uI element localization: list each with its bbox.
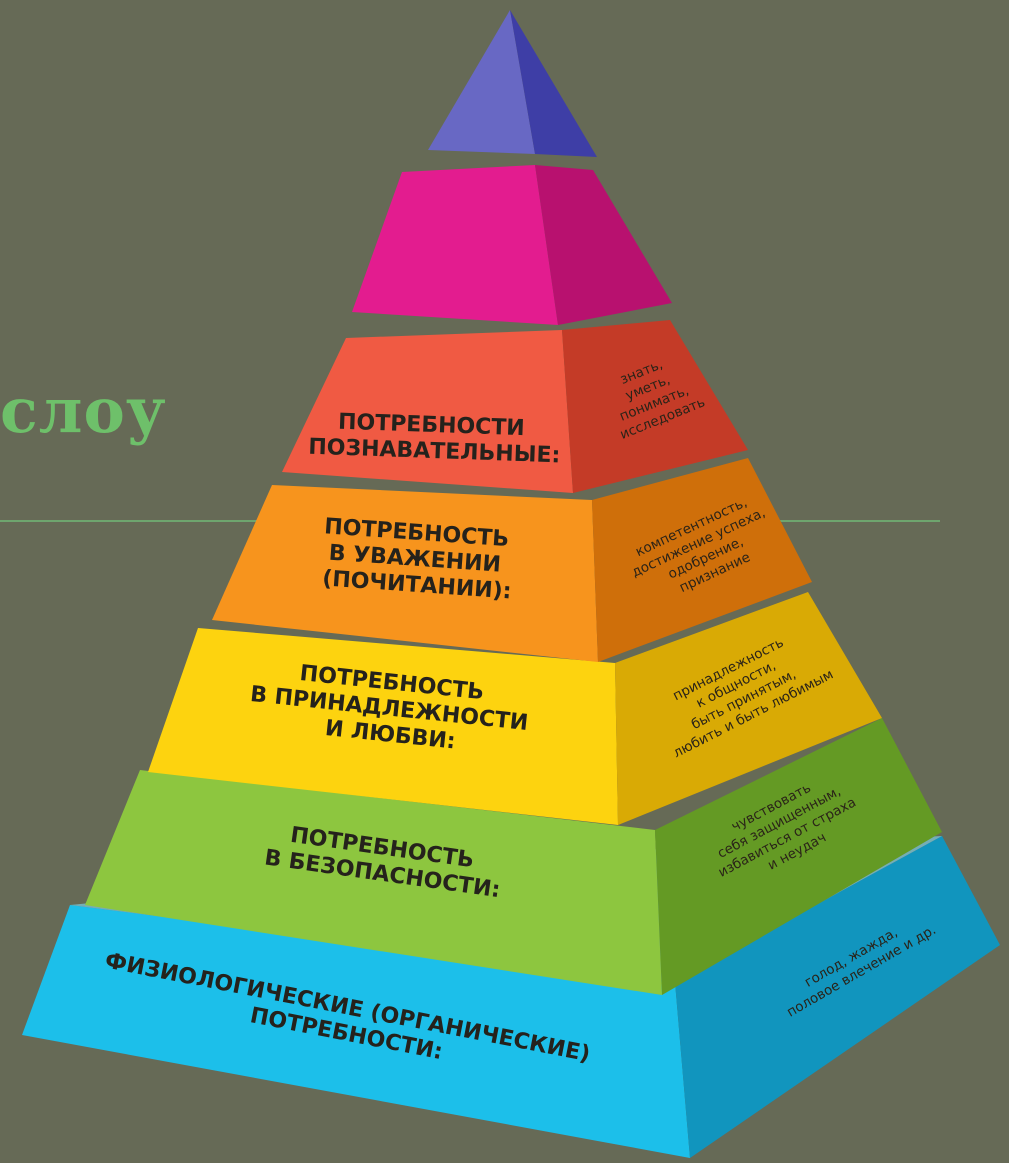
level-apex bbox=[428, 10, 597, 157]
level-aesthetic-front bbox=[352, 165, 558, 325]
level-apex-front bbox=[428, 10, 535, 154]
level-safety-front bbox=[85, 770, 662, 995]
level-belonging bbox=[148, 592, 882, 825]
level-apex-side bbox=[510, 10, 597, 157]
level-aesthetic bbox=[352, 165, 672, 325]
level-cognitive-front bbox=[282, 330, 573, 493]
level-belonging-front bbox=[148, 628, 618, 825]
level-physiological-side bbox=[675, 836, 1000, 1158]
level-safety bbox=[85, 718, 942, 995]
level-esteem-side bbox=[592, 458, 812, 662]
level-cognitive-side bbox=[562, 320, 748, 493]
level-safety-side bbox=[655, 718, 942, 995]
level-belonging-side bbox=[615, 592, 882, 825]
level-esteem bbox=[212, 458, 812, 662]
level-esteem-front bbox=[212, 485, 598, 662]
label-esteem: ПОТРЕБНОСТЬ В УВАЖЕНИИ (ПОЧИТАНИИ): bbox=[320, 514, 518, 604]
title-underline-left bbox=[0, 520, 300, 522]
title-underline-right bbox=[760, 520, 940, 522]
level-cognitive bbox=[282, 320, 748, 493]
level-aesthetic-side bbox=[535, 165, 672, 325]
slide-title: слоу bbox=[0, 374, 167, 447]
label-cognitive: ПОТРЕБНОСТИ ПОЗНАВАТЕЛЬНЫЕ: bbox=[308, 409, 562, 469]
